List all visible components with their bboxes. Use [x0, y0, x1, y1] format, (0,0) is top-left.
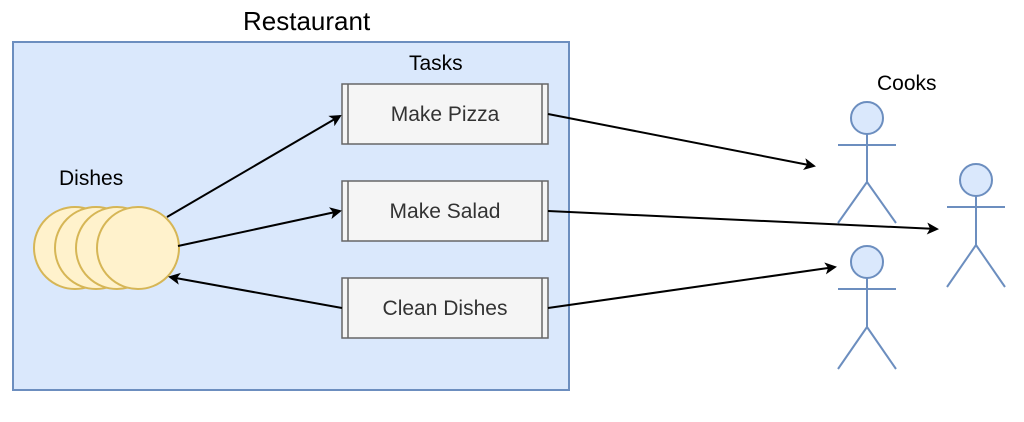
task-label-make-pizza: Make Pizza	[390, 103, 500, 126]
task-box-make-salad[interactable]	[341, 180, 549, 242]
cook-2	[946, 163, 1006, 288]
arrow-clean-dishes-to-dishes	[168, 272, 343, 309]
arrow-clean-dishes-to-cook	[547, 262, 837, 309]
dishes-label: Dishes	[59, 167, 124, 190]
cook-3	[837, 245, 897, 370]
task-label-clean-dishes: Clean Dishes	[382, 297, 508, 320]
cooks-label: Cooks	[877, 72, 937, 95]
arrow-make-pizza-to-cook	[547, 113, 816, 170]
dishes-stack	[33, 206, 180, 290]
arrow-dishes-to-make-salad	[177, 207, 342, 247]
restaurant-title: Restaurant	[243, 6, 371, 36]
dish-4	[96, 206, 180, 290]
task-box-make-pizza[interactable]	[341, 83, 549, 145]
tasks-label: Tasks	[409, 52, 463, 75]
arrow-make-salad-to-cook	[547, 210, 939, 235]
arrow-dishes-to-make-pizza	[166, 114, 342, 218]
cook-1	[837, 101, 897, 224]
task-label-make-salad: Make Salad	[389, 200, 501, 223]
